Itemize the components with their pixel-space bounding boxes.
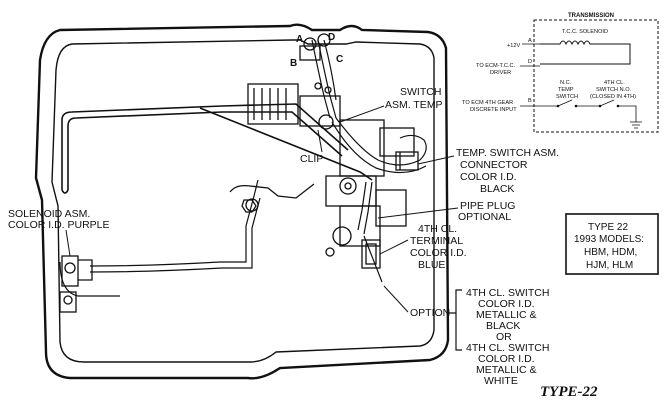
svg-text:4TH CL.: 4TH CL. <box>604 80 625 86</box>
svg-text:OPTIONAL: OPTIONAL <box>458 211 511 223</box>
models-box: TYPE 22 1993 MODELS: HBM, HDM, HJM, HLM <box>565 213 659 275</box>
svg-text:DISCRETE INPUT: DISCRETE INPUT <box>470 107 517 113</box>
svg-text:TEMP: TEMP <box>558 87 574 93</box>
svg-text:N.C.: N.C. <box>560 80 572 86</box>
svg-text:BLUE: BLUE <box>418 259 445 271</box>
svg-text:BLACK: BLACK <box>480 183 514 195</box>
valve-body <box>247 83 415 247</box>
label-option: OPTION <box>383 285 462 351</box>
svg-text:OPTION: OPTION <box>410 307 450 319</box>
svg-text:ASM. TEMP: ASM. TEMP <box>385 99 443 111</box>
label-fourth-terminal: 4TH CL. TERMINAL COLOR I.D. BLUE <box>379 223 467 271</box>
wire-harness <box>59 39 427 297</box>
svg-text:4TH CL. SWITCH: 4TH CL. SWITCH <box>466 287 549 299</box>
svg-text:METALLIC &: METALLIC & <box>476 309 537 321</box>
figure-caption: TYPE-22 <box>540 384 598 400</box>
letter-d: D <box>328 32 335 43</box>
svg-text:COLOR I.D.: COLOR I.D. <box>478 298 535 310</box>
center-bracket <box>229 183 315 213</box>
svg-text:HBM, HDM,: HBM, HDM, <box>584 247 637 258</box>
svg-text:TERMINAL: TERMINAL <box>410 235 463 247</box>
svg-text:SOLENOID ASM.: SOLENOID ASM. <box>8 208 90 220</box>
svg-text:(CLOSED IN 4TH): (CLOSED IN 4TH) <box>590 94 636 100</box>
svg-text:1993 MODELS:: 1993 MODELS: <box>574 234 644 245</box>
oil-pan-outline <box>34 23 450 380</box>
svg-text:COLOR I.D.: COLOR I.D. <box>460 171 517 183</box>
connector-letters: A D B C <box>290 32 343 69</box>
svg-text:SWITCH: SWITCH <box>400 86 441 98</box>
svg-text:A: A <box>528 38 532 44</box>
svg-text:PIPE PLUG: PIPE PLUG <box>460 200 515 212</box>
svg-text:+12V: +12V <box>507 43 520 49</box>
svg-text:SWITCH: SWITCH <box>556 94 578 100</box>
fluid-tube <box>61 103 373 194</box>
label-pipe-plug: PIPE PLUG OPTIONAL <box>377 200 515 223</box>
svg-text:DRIVER: DRIVER <box>490 70 511 76</box>
fourth-clutch-switch <box>325 226 381 269</box>
svg-text:WHITE: WHITE <box>484 375 518 387</box>
svg-text:CLIP: CLIP <box>300 153 323 165</box>
label-switch-options: 4TH CL. SWITCH COLOR I.D. METALLIC & BLA… <box>466 287 549 387</box>
svg-text:SWITCH N.O.: SWITCH N.O. <box>596 87 632 93</box>
svg-text:OR: OR <box>496 331 512 343</box>
svg-text:TO ECM 4TH GEAR: TO ECM 4TH GEAR <box>462 100 513 106</box>
solenoid-assembly <box>59 255 93 313</box>
letter-a: A <box>296 34 303 45</box>
svg-text:TYPE 22: TYPE 22 <box>588 222 628 233</box>
oil-pan-inner-outline <box>51 39 435 363</box>
letter-b: B <box>290 58 297 69</box>
svg-text:B: B <box>528 98 532 104</box>
transmission-schematic: TRANSMISSION T.C.C. SOLENOID +12V A TO E… <box>462 13 659 133</box>
letter-c: C <box>336 54 343 65</box>
svg-text:CONNECTOR: CONNECTOR <box>460 159 528 171</box>
svg-text:D: D <box>528 59 532 65</box>
svg-text:COLOR I.D.: COLOR I.D. <box>410 247 467 259</box>
svg-text:HJM, HLM: HJM, HLM <box>586 260 633 271</box>
label-solenoid-asm: SOLENOID ASM. COLOR I.D. PURPLE <box>8 208 110 257</box>
svg-text:COLOR I.D. PURPLE: COLOR I.D. PURPLE <box>8 219 110 231</box>
case-connector <box>299 33 332 94</box>
svg-text:COLOR I.D.: COLOR I.D. <box>478 353 535 365</box>
svg-text:BLACK: BLACK <box>486 320 520 332</box>
svg-text:TRANSMISSION: TRANSMISSION <box>568 13 614 19</box>
svg-text:METALLIC &: METALLIC & <box>476 364 537 376</box>
svg-text:TEMP. SWITCH ASM.: TEMP. SWITCH ASM. <box>456 147 559 159</box>
svg-text:T.C.C. SOLENOID: T.C.C. SOLENOID <box>562 29 608 35</box>
label-clip: CLIP <box>300 129 323 165</box>
svg-text:4TH CL. SWITCH: 4TH CL. SWITCH <box>466 342 549 354</box>
svg-text:TO ECM-T.C.C.: TO ECM-T.C.C. <box>476 63 515 69</box>
svg-text:4TH CL.: 4TH CL. <box>418 223 457 235</box>
label-temp-switch-connector: TEMP. SWITCH ASM. CONNECTOR COLOR I.D. B… <box>417 147 559 195</box>
label-switch-asm-temp: SWITCH ASM. TEMP <box>339 86 443 123</box>
temp-switch-assembly <box>318 114 419 195</box>
